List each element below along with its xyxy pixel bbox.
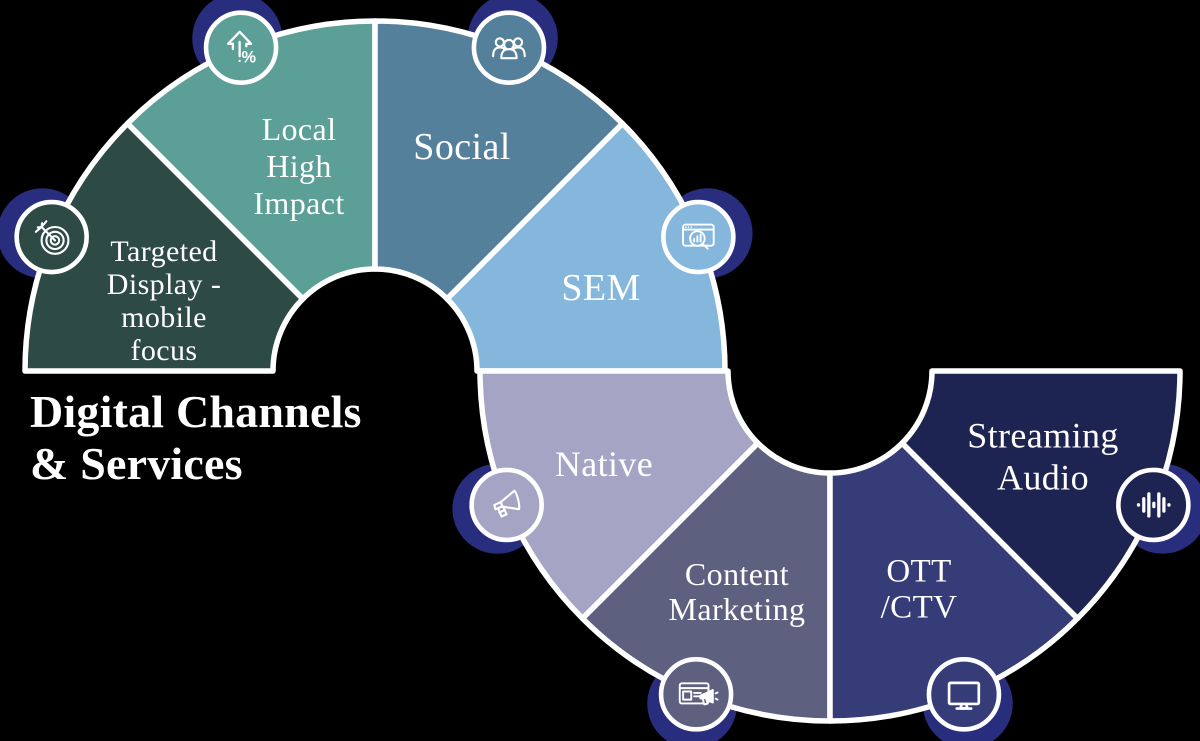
page-title-line: Digital Channels: [30, 386, 362, 437]
icon-circle-native: [469, 467, 544, 543]
segment-ott_ctv: [827, 440, 1081, 724]
segment-content_marketing: [579, 440, 833, 724]
label-sem: SEM: [561, 266, 640, 310]
label-social: Social: [413, 125, 510, 169]
segment-sem: [444, 120, 728, 374]
label-line: OTT: [886, 553, 952, 590]
label-targeted-display: Targeted Display - mobile focus: [107, 235, 221, 367]
page-title: Digital Channels & Services: [30, 386, 362, 490]
label-line: Marketing: [668, 591, 806, 627]
label-ott-ctv: OTT /CTV: [881, 554, 958, 627]
segment-native: [477, 368, 761, 622]
label-line: Native: [554, 444, 654, 484]
page-title-line: & Services: [30, 437, 243, 489]
icon-badge-layer: [14, 10, 1191, 732]
label-line: Audio: [996, 458, 1089, 498]
label-local-high-impact: Local High Impact: [253, 111, 344, 221]
icon-circle-ott_ctv: [926, 657, 1002, 732]
label-line: Targeted: [110, 235, 218, 268]
label-line: SEM: [561, 267, 641, 309]
label-line: /CTV: [880, 590, 958, 626]
segment-wedge-layer: [22, 18, 1183, 724]
label-line: Social: [413, 126, 511, 168]
label-line: focus: [130, 334, 198, 367]
label-content-marketing: Content Marketing: [668, 555, 806, 627]
segment-local_high_impact: [124, 18, 378, 302]
label-line: Streaming: [967, 415, 1119, 456]
segment-social: [372, 18, 626, 302]
label-line: Content: [684, 555, 790, 592]
label-line: High: [266, 147, 332, 184]
segment-targeted_display: [22, 120, 306, 374]
label-line: Display -: [106, 268, 222, 301]
label-native: Native: [555, 443, 653, 485]
label-line: Local: [261, 110, 337, 147]
label-line: Impact: [253, 184, 345, 221]
label-line: mobile: [121, 301, 207, 334]
label-streaming-audio: Streaming Audio: [967, 415, 1119, 500]
icon-circle-content_marketing: [658, 657, 734, 732]
segment-streaming_audio: [899, 368, 1183, 622]
